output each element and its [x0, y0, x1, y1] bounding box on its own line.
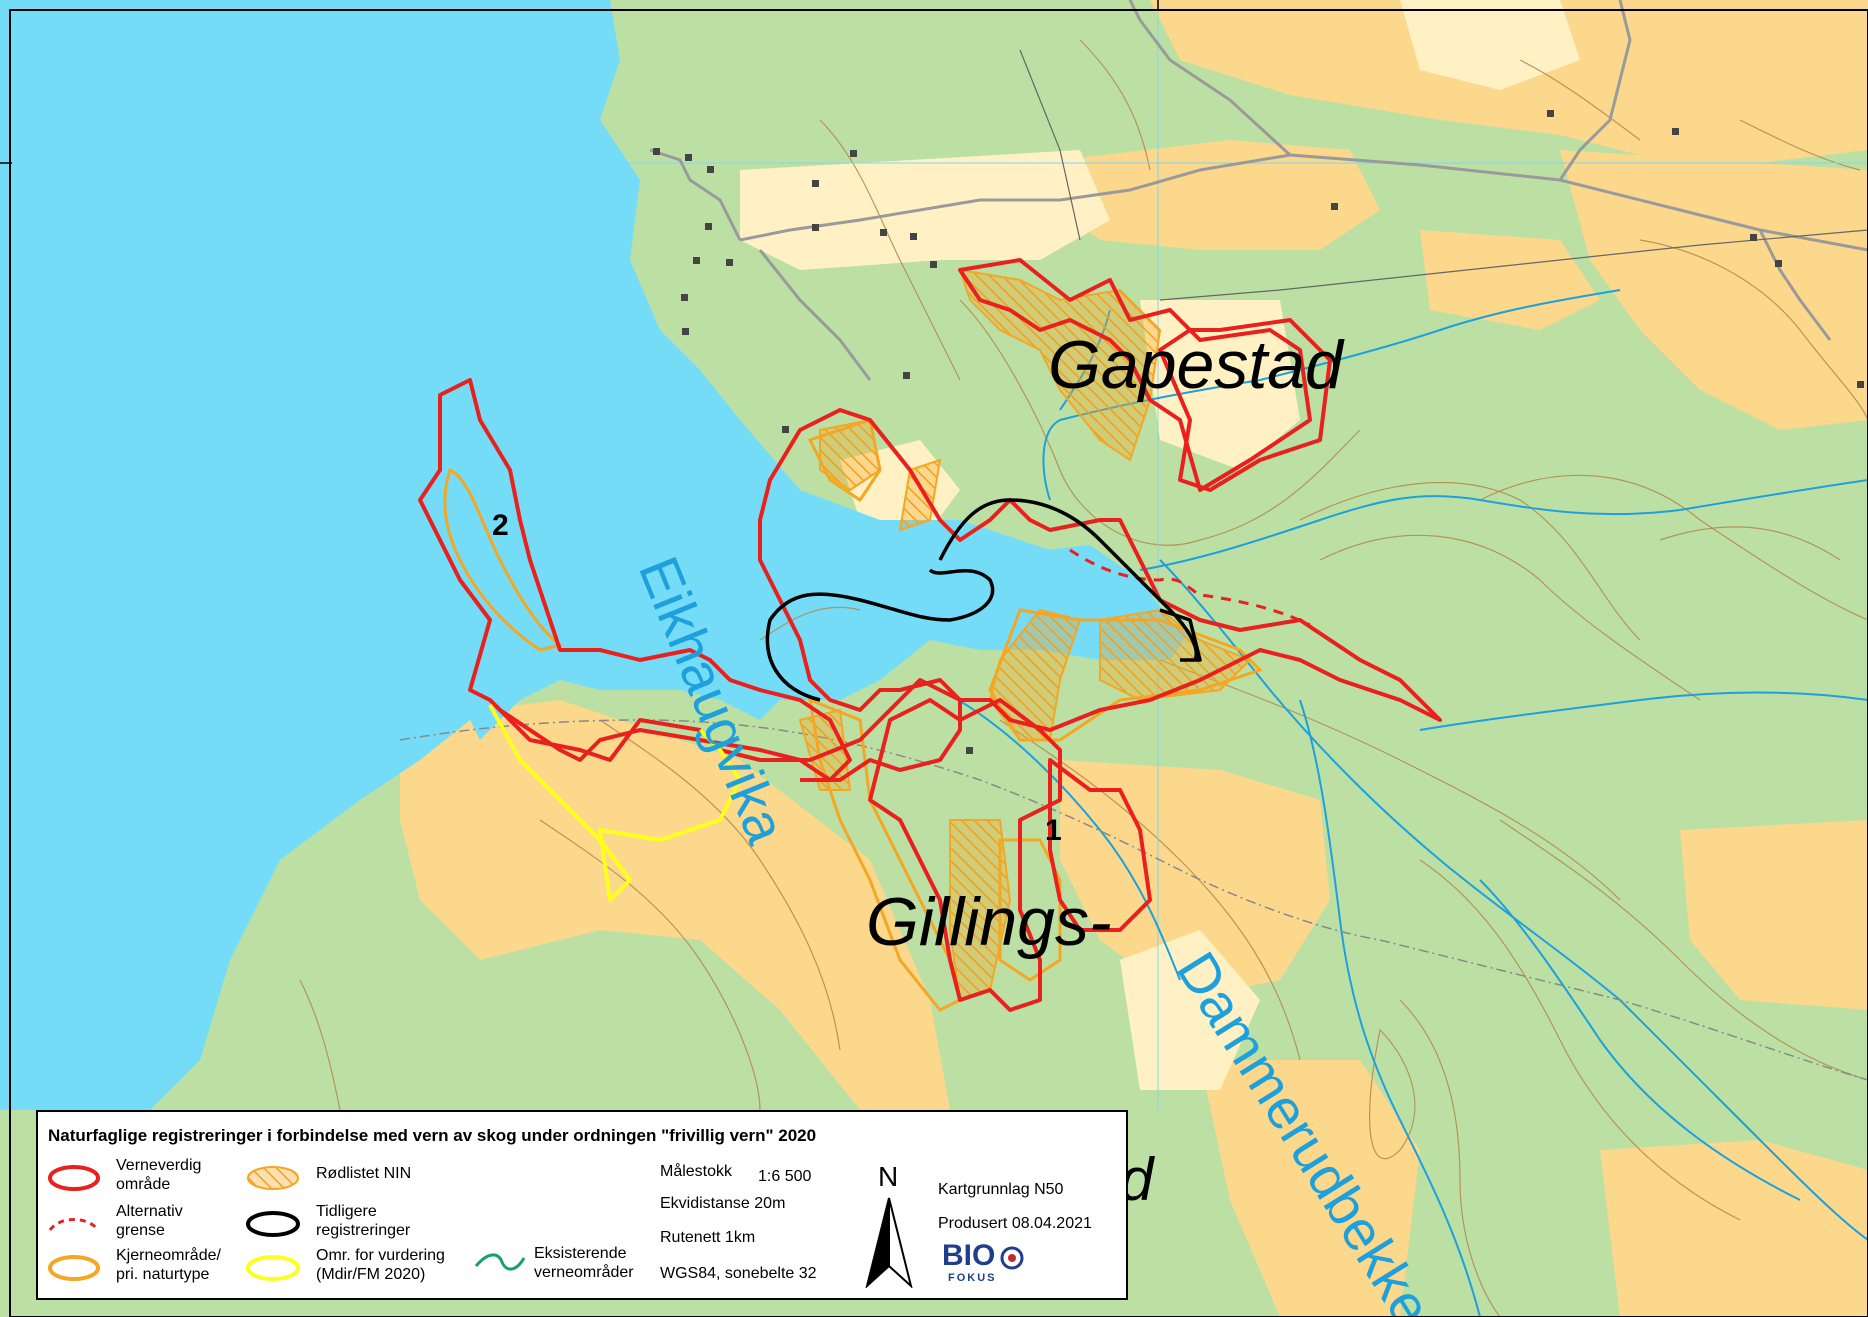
rodlistet-symbol [247, 1166, 299, 1190]
roads [649, 0, 1868, 381]
tidligere-registreringer [765, 498, 1202, 702]
buildings [653, 110, 1864, 754]
farmland-areas [400, 0, 1868, 1317]
legend-rodlistet: Rødlistet NIN [316, 1165, 412, 1182]
place-label-gillings: Gillings- [866, 884, 1112, 960]
north-arrow-icon [865, 1197, 913, 1288]
legend-basemap: Kartgrunnlag N50 [938, 1181, 1064, 1198]
verneverdig-symbol [48, 1165, 100, 1191]
logo-bio-text: BIO [942, 1239, 996, 1272]
legend-grid: Rutenett 1km [660, 1229, 756, 1246]
legend-verneverdig-1: Verneverdig [116, 1157, 202, 1174]
legend-contour-interval: Ekvidistanse 20m [660, 1195, 786, 1212]
paths [1019, 49, 1868, 301]
legend-alternativ-2: grense [116, 1222, 165, 1239]
vurdering-symbol [246, 1255, 300, 1281]
contour-lines [299, 39, 1868, 1317]
kjerneomrade-symbol [48, 1255, 100, 1281]
legend-kjerne-2: pri. naturtype [116, 1266, 210, 1283]
north-label: N [878, 1161, 899, 1192]
legend-produced: Produsert 08.04.2021 [938, 1215, 1092, 1232]
map-frame [9, 9, 1868, 1317]
logo-fokus-text: FOKUS [948, 1272, 997, 1284]
map-legend: Naturfaglige registreringer i forbindels… [36, 1110, 1128, 1300]
lake-water [0, 0, 1190, 1110]
alternativ-grense-symbol [48, 1218, 100, 1232]
eksisterende-symbol [474, 1253, 526, 1271]
omrade-for-vurdering [488, 704, 742, 902]
alternativ-grense-line [1069, 548, 1311, 627]
legend-kjerne-1: Kjerneområde/ [116, 1247, 221, 1264]
area-number-1: 1 [1045, 814, 1062, 847]
legend-scale-label: Målestokk [660, 1163, 733, 1180]
legend-alternativ-1: Alternativ [116, 1203, 183, 1220]
verneverdig-omrade [418, 258, 1442, 1012]
legend-scale-value: 1:6 500 [758, 1168, 812, 1185]
legend-tidligere-1: Tidligere [316, 1203, 377, 1220]
legend-vurdering-1: Omr. for vurdering [316, 1247, 445, 1264]
tidligere-symbol [246, 1211, 300, 1237]
legend-datum: WGS84, sonebelte 32 [660, 1265, 817, 1282]
area-number-2: 2 [492, 509, 509, 542]
legend-eksisterende-2: verneområder [534, 1264, 634, 1281]
biofokus-logo: BIO FOKUS [942, 1240, 1028, 1290]
streams [939, 289, 1868, 1317]
legend-tidligere-2: registreringer [316, 1222, 411, 1239]
logo-target-icon [1000, 1246, 1024, 1270]
place-label-gapestad: Gapestad [1048, 327, 1345, 403]
legend-title: Naturfaglige registreringer i forbindels… [48, 1126, 817, 1145]
legend-verneverdig-2: område [116, 1176, 171, 1193]
legend-eksisterende-1: Eksisterende [534, 1245, 627, 1262]
boundary-lines [399, 719, 1868, 1081]
legend-vurdering-2: (Mdir/FM 2020) [316, 1266, 426, 1283]
